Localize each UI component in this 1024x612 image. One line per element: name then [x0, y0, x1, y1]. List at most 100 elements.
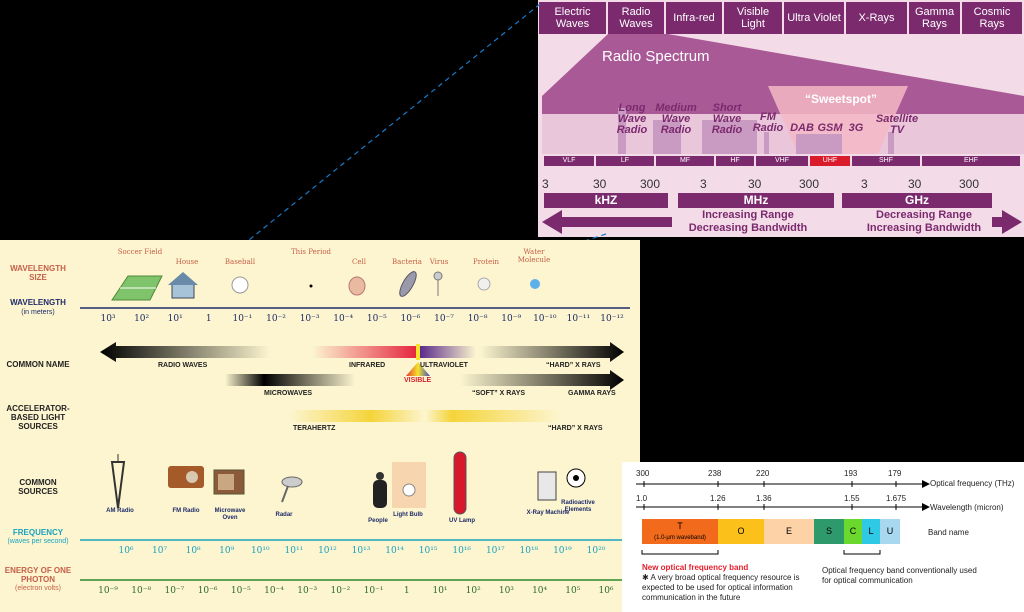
band-u: U: [880, 519, 900, 544]
band-e: E: [764, 519, 814, 544]
xray-machine-icon: [537, 471, 557, 501]
optical-band-panel: 300 238 220 193 179 Optical frequency (T…: [622, 462, 1024, 612]
radio-tick: 300: [640, 177, 661, 191]
medium-wave-label: Medium Wave Radio: [655, 102, 697, 136]
source-radioactive-elements: Radioactive Elements: [561, 500, 595, 513]
tick-label: 10²: [465, 586, 481, 596]
object-illustrations: [111, 271, 540, 301]
period-icon: [309, 284, 313, 288]
gsm-label: GSM: [817, 122, 843, 134]
tick-label: 10⁴: [532, 586, 548, 596]
tick-label: 10⁻³: [299, 314, 320, 324]
radio-spectrum-panel: Electric Waves Radio Waves Infra-red Vis…: [538, 0, 1024, 237]
band-hf: HF: [716, 156, 754, 166]
dab-label: DAB: [790, 122, 814, 134]
tick-label: 10²: [134, 314, 150, 324]
increasing-range-text: Increasing Range Decreasing Bandwidth: [688, 209, 808, 234]
tick-label: 10¹⁶: [452, 546, 472, 556]
freq-tick: 300: [636, 469, 650, 478]
cell-icon: [348, 276, 366, 296]
unit-khz: kHZ: [544, 193, 668, 208]
object-protein: Protein: [473, 258, 499, 266]
tick-label: 10⁶: [118, 546, 134, 556]
tick-label: 10⁻⁶: [400, 314, 421, 324]
tick-label: 10⁹: [219, 546, 235, 556]
row-label-common-name: COMMON NAME: [6, 360, 70, 369]
radio-tick: 30: [748, 177, 762, 191]
radar-icon: [281, 476, 303, 503]
wave-tick: 1.26: [710, 494, 726, 503]
tick-label: 10⁸: [185, 546, 201, 556]
band-l: L: [862, 519, 880, 544]
band-tab-visible: Visible Light: [724, 2, 782, 34]
freq-tick: 220: [756, 469, 770, 478]
tick-label: 10¹⁰: [250, 546, 270, 556]
row-label-wavelength-size: WAVELENGTH SIZE: [10, 264, 66, 282]
label-microwaves: MICROWAVES: [264, 390, 313, 397]
band-uhf: UHF: [810, 156, 850, 166]
tick-label: 10⁵: [565, 586, 581, 596]
tick-label: 10⁻³: [297, 586, 318, 596]
tick-label: 10⁻⁸: [131, 586, 152, 596]
uv-lamp-icon: [453, 451, 467, 515]
source-am-radio: AM Radio: [106, 508, 134, 514]
band-o: O: [718, 519, 764, 544]
object-cell: Cell: [352, 258, 366, 266]
band-tab-radio: Radio Waves: [608, 2, 664, 34]
tick-label: 1: [205, 314, 212, 324]
label-visible: VISIBLE: [404, 377, 432, 384]
unit-ghz: GHz: [842, 193, 992, 208]
tick-label: 10⁻¹⁰: [533, 314, 557, 324]
source-uv-lamp: UV Lamp: [448, 518, 475, 524]
tick-label: 10¹²: [318, 546, 337, 556]
band-vlf: VLF: [544, 156, 594, 166]
label-ultraviolet: ULTRAVIOLET: [420, 362, 468, 369]
em-spectrum-chart: WAVELENGTH SIZE WAVELENGTH (in meters) C…: [0, 240, 640, 612]
tick-label: 10²⁰: [586, 546, 606, 556]
freq-energy-axes: [80, 539, 630, 581]
radio-spectrum-title: Radio Spectrum: [602, 48, 710, 65]
band-tab-gamma: Gamma Rays: [909, 2, 960, 34]
person-icon: [373, 472, 387, 508]
new-band-note: ✱ A very broad optical frequency resourc…: [642, 573, 800, 602]
row-label-frequency-unit: (waves per second): [7, 538, 69, 545]
tick-label: 10¹: [432, 586, 448, 596]
radio-tick: 3: [700, 177, 707, 191]
short-wave-label: Short Wave Radio: [711, 102, 743, 136]
tick-label: 10⁻⁹: [98, 586, 118, 596]
sweetspot-label: “Sweetspot”: [804, 92, 877, 106]
tick-label: 10¹⁸: [519, 546, 539, 556]
light-bulb-icon: [392, 462, 426, 508]
label-hard-xrays: “HARD” X RAYS: [546, 362, 601, 369]
label-gamma-rays: GAMMA RAYS: [568, 390, 616, 397]
tick-label: 10³: [100, 314, 116, 324]
freq-tick: 179: [888, 469, 902, 478]
wave-tick: 1.55: [844, 494, 860, 503]
tick-label: 10⁻¹¹: [566, 314, 591, 324]
radioactive-icon: [566, 468, 586, 488]
tick-label: 10⁻⁹: [501, 314, 522, 324]
label-terahertz: TERAHERTZ: [293, 425, 336, 432]
tick-label: 10¹³: [351, 546, 371, 556]
band-shf: SHF: [852, 156, 920, 166]
wave-tick: 1.36: [756, 494, 772, 503]
source-light-bulb: Light Bulb: [393, 512, 423, 518]
tick-label: 10¹¹: [284, 546, 304, 556]
object-baseball: Baseball: [224, 258, 256, 266]
band-tab-cosmic: Cosmic Rays: [962, 2, 1022, 34]
tick-label: 10¹⁷: [485, 546, 505, 556]
new-band-title: New optical frequency band: [642, 563, 749, 572]
label-soft-xrays: “SOFT” X RAYS: [472, 390, 526, 397]
source-xray-machine: X-Ray Machine: [526, 510, 570, 516]
fm-radio-label: FM Radio: [752, 111, 784, 134]
tick-label: 10¹: [167, 314, 183, 324]
source-people: People: [368, 518, 388, 524]
tick-label: 10⁻⁴: [264, 586, 284, 596]
tick-label: 10⁻⁵: [366, 314, 387, 324]
radio-tick: 3: [542, 177, 549, 191]
conventional-band-note: Optical frequency band conventionally us…: [822, 566, 977, 585]
band-mf: MF: [656, 156, 714, 166]
tick-label: 10⁻¹: [363, 586, 384, 596]
common-name-bars: [100, 342, 624, 422]
protein-icon: [477, 277, 491, 291]
